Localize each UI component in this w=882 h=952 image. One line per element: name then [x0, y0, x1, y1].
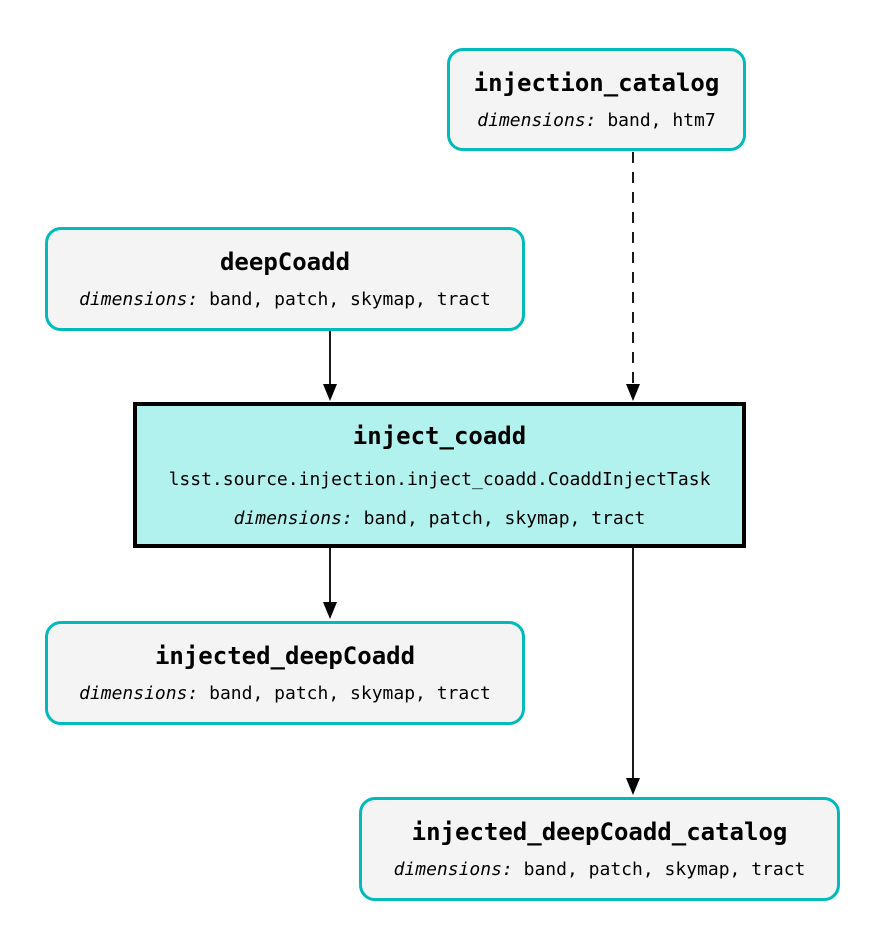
edge-inject_coadd-to-injected_deepCoadd: [323, 548, 337, 619]
edge-inject_coadd-to-injected_deepCoadd_catalog: [626, 548, 640, 795]
node-dimensions: dimensions: band, patch, skymap, tract: [79, 289, 491, 310]
node-title: injected_deepCoadd_catalog: [411, 818, 788, 846]
node-title: injected_deepCoadd: [154, 642, 416, 670]
node-title: inject_coadd: [352, 421, 527, 450]
node-dimensions: dimensions: band, patch, skymap, tract: [394, 859, 806, 880]
arrowhead-icon: [626, 778, 640, 795]
node-injected_deepCoadd: injected_deepCoadd dimensions: band, pat…: [45, 621, 525, 725]
dimensions-label: dimensions:: [233, 507, 353, 529]
node-deepCoadd: deepCoadd dimensions: band, patch, skyma…: [45, 227, 525, 331]
dimensions-value: band, patch, skymap, tract: [198, 683, 491, 704]
dimensions-value: band, htm7: [596, 109, 716, 131]
dimensions-label: dimensions:: [393, 859, 513, 880]
dimensions-value: band, patch, skymap, tract: [512, 859, 806, 880]
node-injection-catalog: injection_catalog dimensions: band, htm7: [447, 48, 746, 151]
node-title: injection_catalog: [473, 68, 720, 97]
arrowhead-icon: [323, 602, 337, 619]
node-injected_deepCoadd_catalog: injected_deepCoadd_catalog dimensions: b…: [359, 797, 840, 901]
arrowhead-icon: [626, 384, 640, 401]
task-class-path: lsst.source.injection.inject_coadd.Coadd…: [168, 468, 711, 490]
node-title: deepCoadd: [219, 248, 351, 276]
dimensions-label: dimensions:: [477, 109, 597, 131]
dimensions-value: band, patch, skymap, tract: [352, 507, 646, 529]
node-dimensions: dimensions: band, patch, skymap, tract: [234, 508, 646, 529]
dimensions-label: dimensions:: [79, 289, 199, 310]
dimensions-value: band, patch, skymap, tract: [198, 289, 491, 310]
node-inject_coadd-task: inject_coadd lsst.source.injection.injec…: [133, 402, 746, 548]
edge-deepCoadd-to-inject_coadd: [323, 331, 337, 401]
node-dimensions: dimensions: band, htm7: [477, 110, 715, 131]
arrowhead-icon: [323, 384, 337, 401]
edge-injection_catalog-to-inject_coadd: [626, 152, 640, 401]
dimensions-label: dimensions:: [79, 683, 199, 704]
node-dimensions: dimensions: band, patch, skymap, tract: [79, 683, 491, 704]
